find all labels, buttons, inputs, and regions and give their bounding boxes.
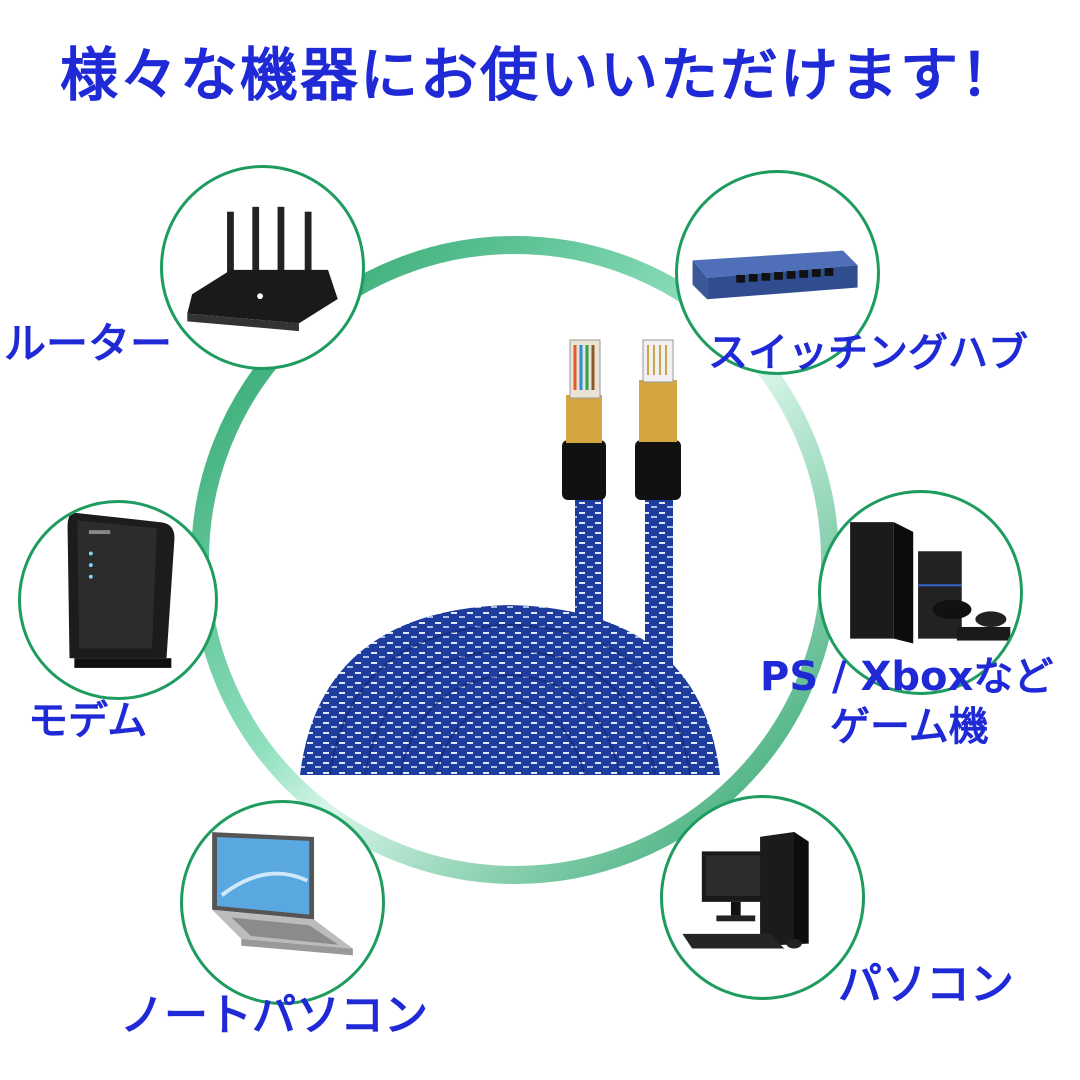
- desktop-pc-icon: [682, 831, 809, 949]
- router-icon: [187, 206, 338, 332]
- laptop-label: ノートパソコン: [120, 990, 428, 1041]
- modem-node: [18, 500, 218, 700]
- headline: 様々な機器にお使いいただけます！: [59, 41, 1020, 109]
- router-label: ルーター: [4, 319, 173, 368]
- laptop-icon: [212, 832, 353, 956]
- console-label-line1: PS / Xboxなど: [760, 654, 1054, 700]
- desktop-label: パソコン: [838, 959, 1014, 1010]
- console-label-line2: ゲーム機: [830, 704, 989, 750]
- game-console-icon: [850, 522, 1011, 644]
- modem-icon: [67, 512, 175, 668]
- switch-node: [675, 170, 880, 375]
- switch-label: スイッチングハブ: [708, 330, 1028, 376]
- router-node: [160, 165, 365, 370]
- switching-hub-icon: [692, 250, 858, 300]
- laptop-node: [180, 800, 385, 1005]
- console-node: [818, 490, 1023, 695]
- desktop-node: [660, 795, 865, 1000]
- modem-label: モデム: [28, 698, 148, 744]
- lan-cable-icon: [300, 339, 720, 776]
